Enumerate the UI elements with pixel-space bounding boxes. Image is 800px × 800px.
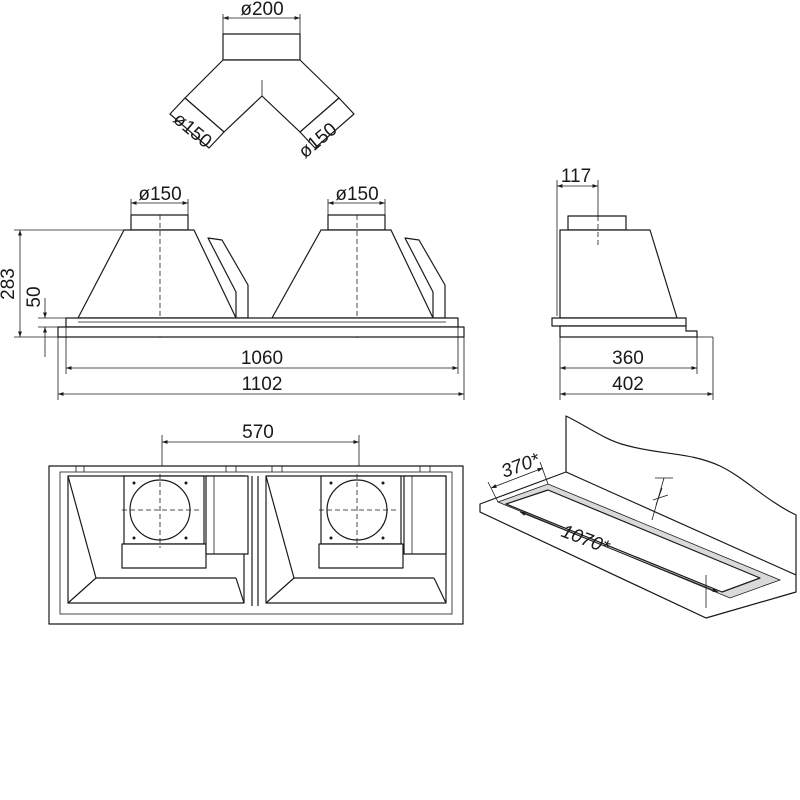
inlet-diameter-label: ø200 bbox=[240, 0, 283, 20]
cabinet-cutout-view: 370* 1070* bbox=[479, 415, 797, 619]
front-spigot-left-label: ø150 bbox=[138, 184, 181, 205]
front-view: ø150 ø150 283 50 1060 bbox=[0, 184, 465, 400]
front-frame-width-label: 1102 bbox=[242, 374, 283, 395]
front-frame-height-label: 50 bbox=[24, 286, 45, 307]
cutout-depth-label: 370* bbox=[499, 449, 543, 482]
spigot-spacing-label: 570 bbox=[242, 422, 274, 443]
front-spigot-right-label: ø150 bbox=[335, 184, 378, 205]
duct-y-adapter: ø200 ø150 ø150 bbox=[169, 0, 355, 163]
top-view: 570 bbox=[48, 422, 464, 625]
front-height-label: 283 bbox=[0, 268, 19, 300]
front-body-width-label: 1060 bbox=[241, 348, 283, 369]
side-body-depth-label: 360 bbox=[612, 348, 644, 369]
side-view: 117 360 402 bbox=[551, 166, 714, 400]
side-frame-depth-label: 402 bbox=[612, 374, 644, 395]
side-spigot-offset-label: 117 bbox=[561, 166, 591, 187]
